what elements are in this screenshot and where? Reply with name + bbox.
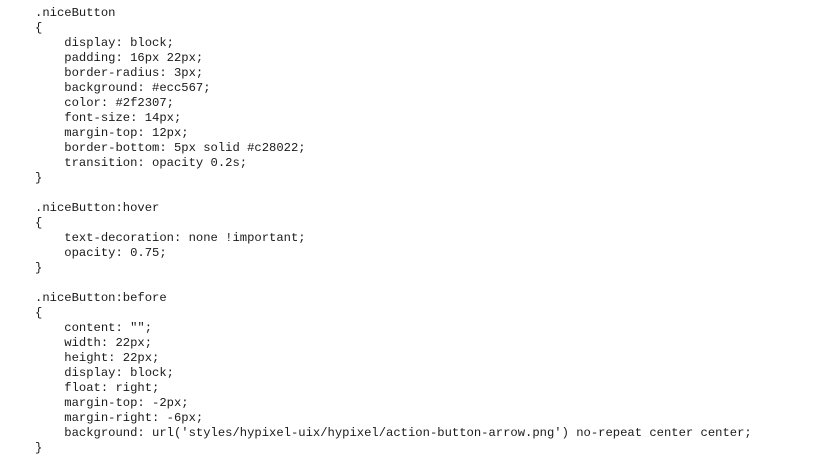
code-line: margin-top: 12px; xyxy=(35,126,189,140)
code-line: text-decoration: none !important; xyxy=(35,231,306,245)
code-line: .niceButton:hover xyxy=(35,201,160,215)
code-line: background: #ecc567; xyxy=(35,81,211,95)
code-line: height: 22px; xyxy=(35,351,160,365)
code-line: border-bottom: 5px solid #c28022; xyxy=(35,141,306,155)
code-line: width: 22px; xyxy=(35,336,153,350)
code-line: color: #2f2307; xyxy=(35,96,174,110)
code-line: { xyxy=(35,21,43,35)
code-line: .niceButton xyxy=(35,6,116,20)
code-line: content: ""; xyxy=(35,321,153,335)
code-line: background: url('styles/hypixel-uix/hypi… xyxy=(35,426,752,440)
code-line: } xyxy=(35,171,43,185)
code-line: { xyxy=(35,306,43,320)
code-line: opacity: 0.75; xyxy=(35,246,167,260)
code-line: .niceButton:before xyxy=(35,291,167,305)
code-line: font-size: 14px; xyxy=(35,111,182,125)
code-line xyxy=(35,276,752,291)
code-line: } xyxy=(35,441,43,455)
code-line: float: right; xyxy=(35,381,160,395)
code-line: padding: 16px 22px; xyxy=(35,51,204,65)
code-line xyxy=(35,186,752,201)
code-lines: .niceButton { display: block; padding: 1… xyxy=(35,6,752,456)
code-line: display: block; xyxy=(35,36,174,50)
code-line: margin-right: -6px; xyxy=(35,411,204,425)
code-line: display: block; xyxy=(35,366,174,380)
code-line: margin-top: -2px; xyxy=(35,396,189,410)
code-line: { xyxy=(35,216,43,230)
code-line: border-radius: 3px; xyxy=(35,66,204,80)
code-line: transition: opacity 0.2s; xyxy=(35,156,248,170)
code-line: } xyxy=(35,261,43,275)
